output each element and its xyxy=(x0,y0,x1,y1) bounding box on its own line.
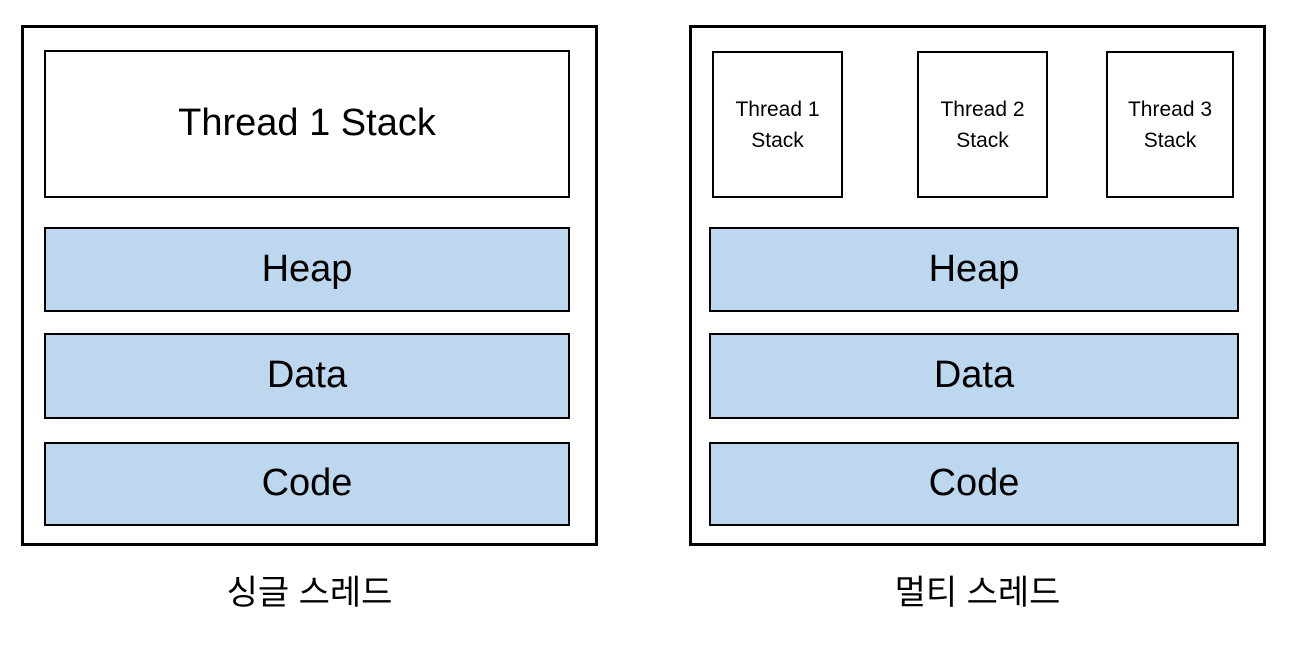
single-heap-box: Heap xyxy=(44,227,570,312)
single-code-box: Code xyxy=(44,442,570,526)
multi-heap-label: Heap xyxy=(928,247,1020,290)
single-thread-process-box: Thread 1 Stack Heap Data Code xyxy=(21,25,598,546)
multi-thread3-stack-label: Thread 3 Stack xyxy=(1128,94,1212,156)
multi-thread-caption: 멀티 스레드 xyxy=(894,574,1061,612)
multi-thread3-line1: Thread 3 xyxy=(1127,97,1213,121)
single-heap-label: Heap xyxy=(261,247,353,290)
multi-data-box: Data xyxy=(709,333,1239,419)
multi-thread2-line1: Thread 2 xyxy=(940,97,1025,121)
multi-code-box: Code xyxy=(709,442,1239,526)
multi-heap-box: Heap xyxy=(709,227,1239,312)
multi-thread1-line1: Thread 1 xyxy=(735,97,820,121)
multi-thread2-stack-label: Thread 2 Stack xyxy=(940,94,1024,156)
multi-thread-process-box: Thread 1 Stack Thread 2 Stack Thread 3 S… xyxy=(689,25,1266,546)
multi-thread3-stack-box: Thread 3 Stack xyxy=(1106,51,1234,198)
multi-thread2-line2: Stack xyxy=(956,128,1009,152)
single-thread-caption: 싱글 스레드 xyxy=(226,574,393,612)
multi-thread1-line2: Stack xyxy=(751,128,804,152)
single-thread-stack-label: Thread 1 Stack xyxy=(178,102,436,145)
single-code-label: Code xyxy=(261,462,353,505)
multi-thread1-stack-box: Thread 1 Stack xyxy=(712,51,843,198)
single-thread-stack-box: Thread 1 Stack xyxy=(44,50,570,198)
multi-code-label: Code xyxy=(928,462,1020,505)
multi-thread1-stack-label: Thread 1 Stack xyxy=(735,94,819,156)
multi-data-label: Data xyxy=(933,354,1015,397)
multi-thread3-line2: Stack xyxy=(1143,128,1197,152)
single-data-box: Data xyxy=(44,333,570,419)
single-data-label: Data xyxy=(266,354,348,397)
multi-thread2-stack-box: Thread 2 Stack xyxy=(917,51,1048,198)
